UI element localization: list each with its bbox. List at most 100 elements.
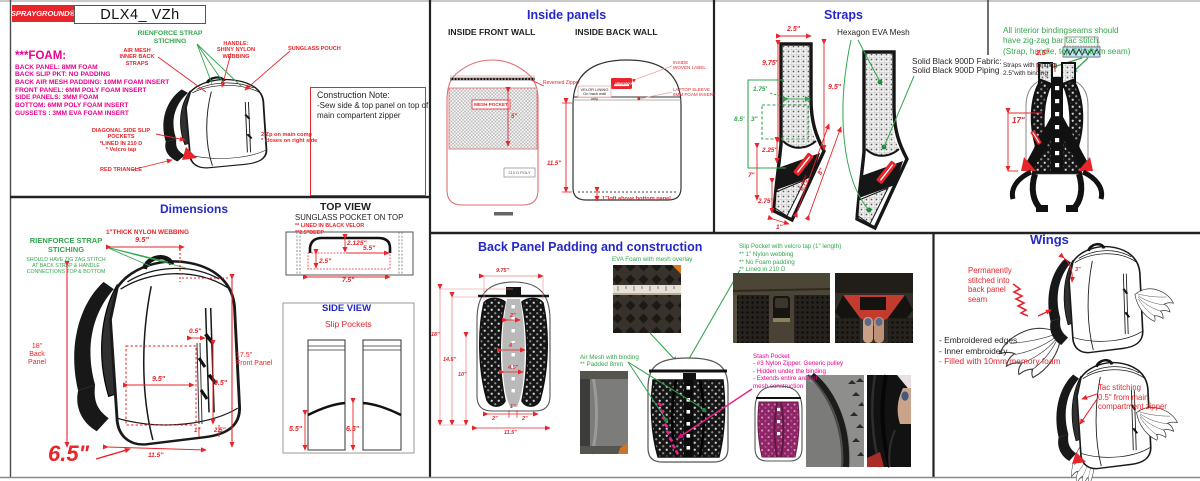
side-view-left: 5.5" — [289, 426, 303, 433]
overview-sunglass-label: SUNGLASS POUCH — [288, 46, 341, 52]
back-view-drawing — [1005, 62, 1105, 212]
strap-225: 2.25" — [762, 147, 778, 154]
strap-left-len: 9.75' — [762, 60, 778, 67]
inside-title: Inside panels — [527, 8, 607, 22]
construction-note-body: -Sew side & top panel on top of main com… — [317, 101, 429, 120]
strap-top-width: 2.5" — [787, 26, 801, 33]
top-view-note2: **2.5"DEEP — [295, 229, 324, 236]
top-view-title: TOP VIEW — [320, 201, 371, 213]
bp-mid45: 4.5" — [508, 365, 519, 371]
back-panel-title: Back Panel Padding and construction — [478, 240, 703, 254]
mesh-construction-drawing — [627, 357, 753, 463]
overview-slip-pocket-label: DIAGONAL SIDE SLIP POCKETS *LINED IN 210… — [91, 128, 151, 154]
wings-drawing-1 — [995, 242, 1176, 385]
foam-item: SIDE PANELS: 3MM FOAM — [15, 94, 99, 102]
dim-webbing-label: 1"THICK NYLON WEBBING — [106, 229, 189, 236]
tac-label: Tac stitching 0.5" from main compartment… — [1098, 383, 1167, 412]
overview-reinforce-note: RIENFORCE STRAP STICHING — [137, 30, 203, 45]
dim-back-panel: 18" Back Panel — [28, 343, 46, 367]
stash-open-photo — [867, 374, 911, 468]
backview-width: 2.5" — [1036, 50, 1050, 57]
bp-top2: 2" — [510, 313, 516, 319]
dimensions-title: Dimensions — [160, 202, 229, 216]
velor-label: VELOR LINING On back wall only — [580, 86, 609, 101]
construction-note-box — [310, 87, 426, 196]
loft-label: 1"loft above bottom panel — [602, 195, 671, 202]
overview-handle-label: HANDLE: SHINY NYLON WEBBING — [216, 41, 256, 60]
foam-title: ***FOAM: — [15, 50, 67, 62]
strap-green-h: 8.5' — [734, 116, 745, 123]
dim-front-panel: 17.5" Front Panel — [236, 352, 273, 368]
strap-right-len: 9.5" — [828, 84, 842, 91]
dim-top-width: 9.5" — [135, 235, 149, 244]
strap-275: 2.75' — [758, 198, 772, 205]
strap-pad-gap: 1.75' — [753, 86, 767, 93]
strap-seven: 7" — [748, 172, 755, 179]
stash-label: Stash Pocket - #3 Nylon Zipper. Generic … — [753, 353, 844, 390]
side-view-title: SIDE VIEW — [322, 303, 372, 314]
model-title: DLX4_ VZh — [100, 6, 180, 23]
foam-item: FRONT PANEL: 6MM POLY FOAM INSERT — [15, 86, 147, 94]
dim-reinforce-sub: SHOULD HAVE ZIG ZAG STITCH AT BACK STRAP… — [26, 257, 106, 275]
inside-front-wall-drawing — [446, 59, 545, 216]
front-wall-title: INSIDE FRONT WALL — [448, 27, 536, 37]
overview-air-mesh-label: AIR MESH INNER BACK STRAPS — [119, 48, 155, 67]
backview-height: 17" — [1012, 116, 1025, 125]
overview-red-triangle-label: RED TRIANGLE — [100, 167, 142, 173]
wall-height-label: 11.5" — [547, 161, 562, 167]
side-view-drawing — [282, 302, 415, 454]
brand-logo: SPRAYGROUND® — [11, 5, 75, 22]
side-view-subtitle: Slip Pockets — [325, 319, 372, 329]
inside-brand-label: SPRAYGROUND — [615, 82, 635, 86]
inside-back-wall-drawing — [562, 59, 682, 202]
hexagon-label: Hexagon EVA Mesh — [837, 28, 910, 37]
dim-pocket-height: 9.5" — [214, 380, 228, 387]
dim-gusset: 2.5" — [214, 427, 226, 434]
dim-zip-offset: 0.5" — [189, 328, 202, 335]
dim-reinforce-note: RIENFORCE STRAP STICHING — [29, 236, 103, 254]
foam-item: BOTTOM: 6MM POLY FOAM INSERT — [15, 102, 129, 109]
air-mesh-photo — [580, 370, 628, 455]
top-view-depth: 2.125" — [347, 240, 367, 247]
stash-pocket-drawing — [754, 385, 803, 462]
reversed-zipper-label: Reversed Zipper — [543, 80, 580, 86]
top-view-note1: ** LINED IN BLACK VELOR — [295, 223, 365, 229]
binding-note: All interior bindingseams should have zi… — [1003, 26, 1131, 56]
foam-item: BACK AIR MESH PADDING: 10MM FOAM INSERT — [15, 78, 170, 86]
bp-h10: 10" — [458, 372, 467, 378]
straps-drawing — [747, 33, 915, 230]
slip-pocket-photo — [732, 273, 831, 343]
foam-item: GUSSETS : 3MM EVA FOAM INSERT — [15, 109, 129, 117]
top-view-width: 7.5" — [342, 277, 355, 284]
wings-title: Wings — [1030, 232, 1069, 247]
bp-mid4: 4" — [509, 343, 515, 349]
binding-diagram — [1046, 36, 1101, 74]
wings-bullets-black: - Embroidered edges - Inner embroidery — [939, 335, 1018, 356]
stash-pocket-photo — [835, 273, 913, 343]
overview-backpack-drawing — [130, 43, 291, 171]
bp-width: 9.75" — [496, 268, 510, 274]
wings-drawing-2 — [1054, 358, 1180, 481]
back-wall-title: INSIDE BACK WALL — [575, 27, 658, 37]
model-title-box: DLX4_ VZh — [74, 5, 206, 24]
bp-h18: 18" — [431, 332, 440, 338]
foam-item: BACK PANEL: 8MM FOAM — [15, 63, 98, 71]
strap-tip: 1" — [776, 224, 783, 231]
dim-bottom-width: 11.5" — [148, 452, 164, 459]
solid-label: Solid Black 900D Fabric: Solid Black 900… — [912, 57, 1002, 76]
wings-bullet-red: - Filled with 10mm memory foam — [939, 356, 1061, 366]
eva-foam-photo — [613, 265, 741, 365]
poly-label: 210 D POLY — [508, 169, 531, 175]
bp-bot1: 1" — [510, 404, 516, 410]
bp-bot2r: 2" — [522, 416, 528, 422]
slip-label: Slip Pocket with velcro tap (1" length) … — [739, 243, 842, 274]
dimensions-backpack-drawing — [64, 244, 240, 460]
binding-photo — [806, 372, 864, 468]
back-panel-tech-drawing — [437, 273, 551, 431]
construction-note-title: Construction Note: — [317, 90, 390, 100]
wing-three: 3" — [1075, 267, 1081, 273]
airmesh-label: Air Mesh with binding ** Padded 8mm — [580, 354, 639, 369]
